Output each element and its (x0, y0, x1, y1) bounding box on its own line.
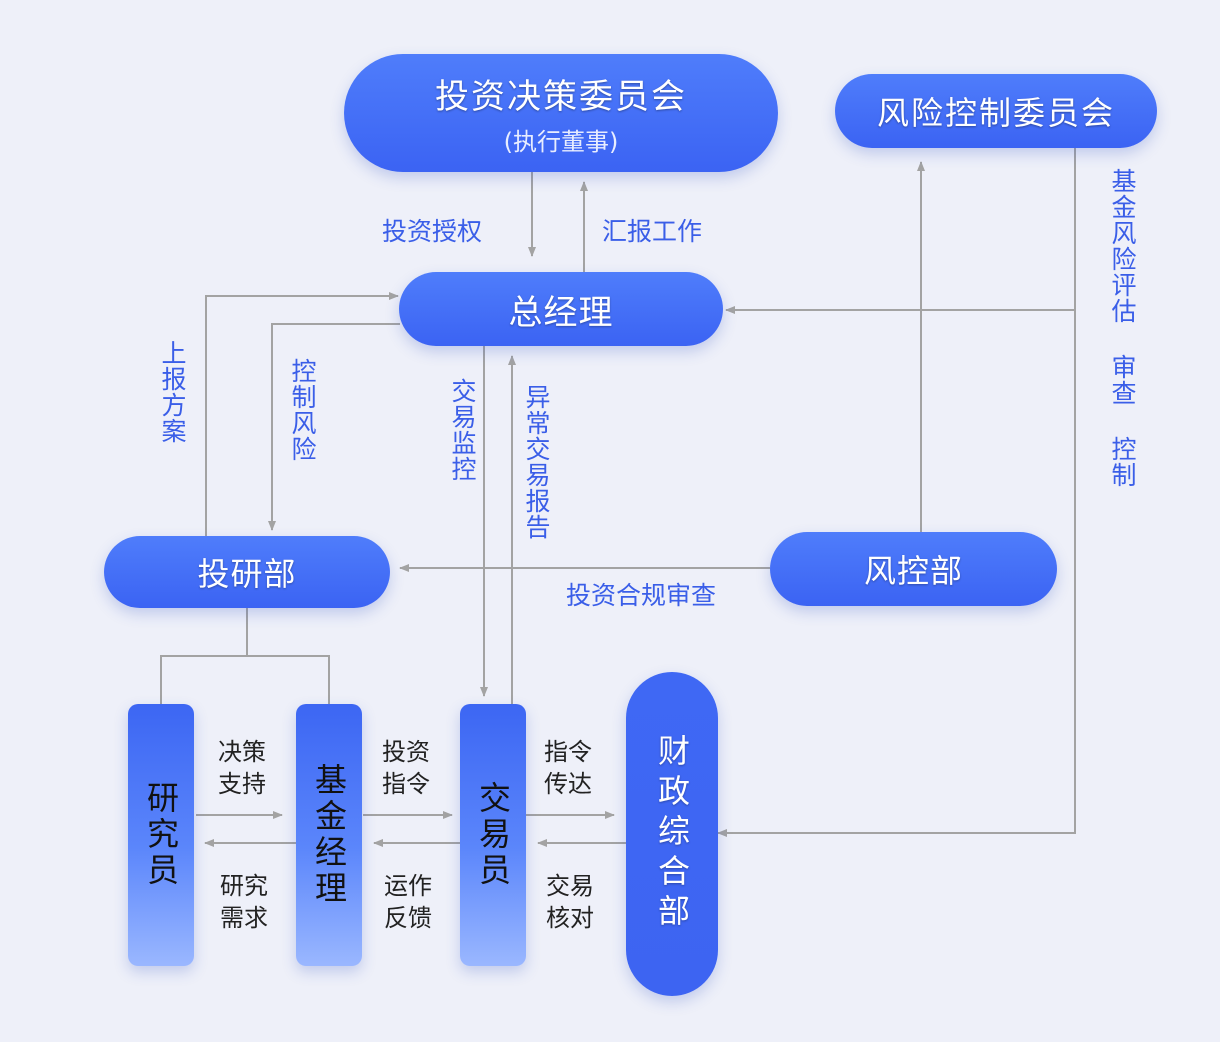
line-research-branch-h (160, 655, 330, 704)
risk-dept-title: 风控部 (863, 552, 963, 590)
risk-committee-title: 风险控制委员会 (876, 94, 1115, 132)
label-report-work: 汇报工作 (602, 217, 703, 246)
label-decision-support: 决策 支持 (218, 738, 266, 798)
label-report-plan: 上报方案 (158, 340, 187, 444)
fund-manager-node: 基金经理 (296, 704, 362, 966)
label-invest-authorize: 投资授权 (382, 217, 483, 246)
label-abnormal-trade-report: 异常交易报告 (522, 384, 551, 540)
general-manager-title: 总经理 (508, 292, 614, 333)
trader-title: 交易员 (474, 781, 512, 889)
label-trade-monitor: 交易监控 (448, 378, 477, 482)
label-trade-check: 交易 核对 (546, 872, 594, 932)
arrow-risk-to-finance (717, 148, 1076, 837)
label-operation-feedback: 运作 反馈 (384, 872, 432, 932)
investment-committee-title: 投资决策委员会 (435, 77, 687, 117)
label-instruction-transmit: 指令 传达 (544, 738, 592, 798)
investment-committee-subtitle: (执行董事) (503, 128, 619, 156)
label-invest-instruction: 投资 指令 (382, 738, 430, 798)
arrow-report-plan (205, 292, 399, 536)
risk-committee-node: 风险控制委员会 (835, 74, 1157, 148)
investment-committee-node: 投资决策委员会 (执行董事) (344, 54, 778, 172)
general-manager-node: 总经理 (399, 272, 723, 346)
trader-node: 交易员 (460, 704, 526, 966)
fund-manager-title: 基金经理 (310, 763, 348, 907)
research-dept-title: 投研部 (197, 555, 297, 593)
label-control-risk: 控制风险 (288, 358, 317, 462)
finance-dept-title: 财政综合部 (653, 734, 691, 934)
research-dept-node: 投研部 (104, 536, 390, 608)
label-fund-risk-review: 基金风险评估 审查 控制 (1108, 168, 1137, 488)
label-research-demand: 研究 需求 (220, 872, 268, 932)
researcher-title: 研究员 (142, 781, 180, 889)
finance-dept-node: 财政综合部 (626, 672, 718, 996)
researcher-node: 研究员 (128, 704, 194, 966)
label-compliance-review: 投资合规审查 (566, 581, 717, 610)
risk-dept-node: 风控部 (770, 532, 1057, 606)
arrow-control-risk (268, 323, 400, 531)
